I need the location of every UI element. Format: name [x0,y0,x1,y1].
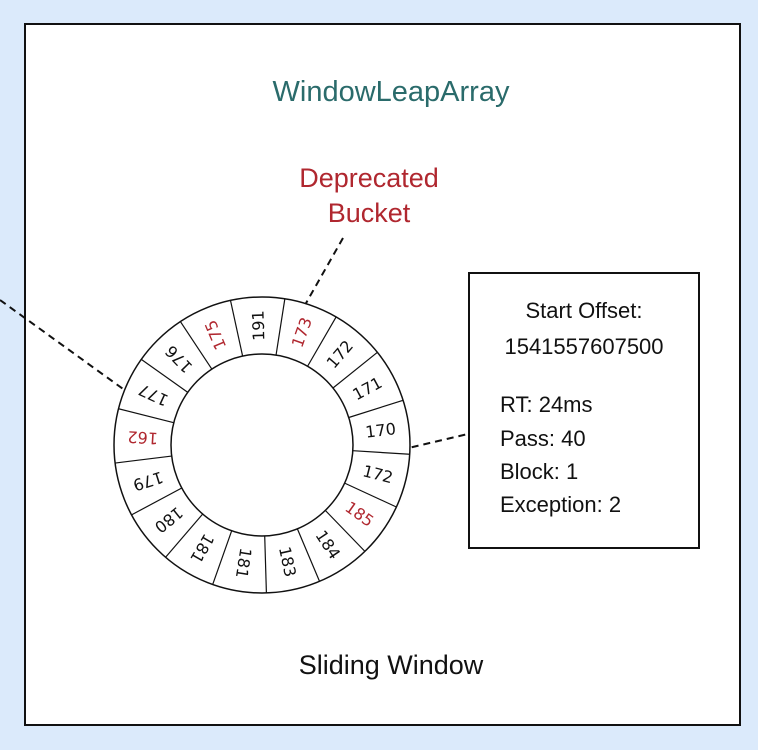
left-connector [0,299,131,395]
bucket-divider [229,300,244,357]
bucket-divider [140,358,189,393]
exception-stat: Exception: 2 [500,492,621,517]
start-offset-value: 1541557607500 [504,334,663,359]
diagram-title: WindowLeapArray [273,76,510,108]
rt-stat: RT: 24ms [500,392,593,417]
bucket-detail-box [468,272,700,549]
deprecated-label-line-1: Deprecated [299,163,439,193]
start-offset-label: Start Offset: [526,298,643,323]
bucket-label: 181 [232,547,255,580]
deprecated-connector [300,237,344,313]
bucket-divider [348,399,404,419]
bucket-divider [131,487,183,516]
bucket-divider [324,509,366,552]
bucket-divider [118,408,174,424]
bucket-divider [332,351,378,389]
block-stat: Block: 1 [500,459,578,484]
bucket-divider [352,450,410,455]
bucket-divider [275,298,286,356]
deprecated-bucket-label: 162 [127,427,159,448]
bucket-divider [115,455,172,464]
bucket-divider [296,528,321,582]
bucket-divider [344,482,397,508]
bucket-divider [179,321,213,370]
bucket-divider [264,535,268,593]
bucket-divider [307,316,337,367]
bucket-divider [165,513,204,558]
bucket-label: 191 [248,310,268,341]
pass-stat: Pass: 40 [500,426,586,451]
deprecated-label-line-2: Bucket [328,198,411,228]
ring-inner-circle [170,353,354,537]
bucket-label: 170 [364,419,397,442]
bucket-divider [212,530,233,585]
diagram-footer: Sliding Window [299,650,484,680]
